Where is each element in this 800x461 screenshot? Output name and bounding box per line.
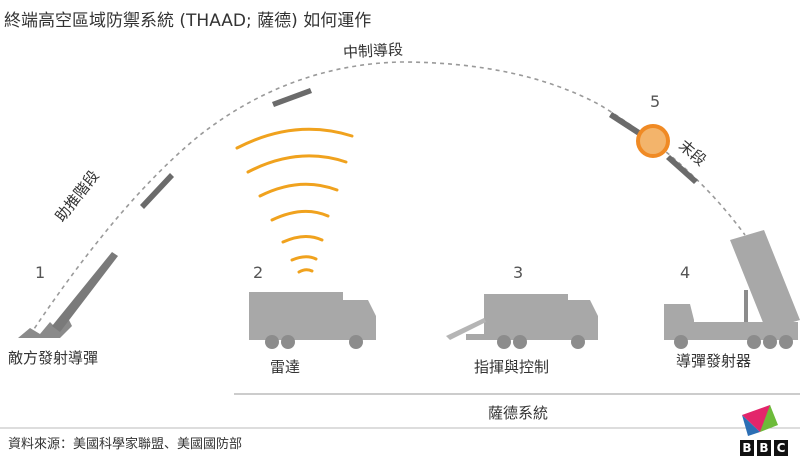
page-title: 終端高空區域防禦系統 (THAAD; 薩德) 如何運作	[4, 11, 372, 31]
launcher-truck	[664, 230, 800, 349]
component-3-label: 指揮與控制	[474, 358, 550, 376]
command-truck	[446, 294, 598, 349]
boost-missile	[140, 173, 174, 209]
component-4-number: 4	[680, 263, 691, 282]
component-3-number: 3	[513, 263, 524, 282]
component-2-label: 雷達	[270, 358, 301, 376]
system-label: 薩德系統	[488, 404, 549, 422]
bbc-logo-mark	[742, 405, 778, 436]
enemy-launch-site	[18, 252, 118, 338]
midcourse-missile	[272, 88, 312, 107]
bbc-logo-c: C	[774, 440, 788, 456]
phase-midcourse-label: 中制導段	[342, 40, 404, 62]
component-4-label: 導彈發射器	[676, 352, 752, 370]
bbc-logo-b1: B	[740, 440, 754, 456]
missile-trajectory	[29, 61, 746, 336]
component-2-number: 2	[253, 263, 264, 282]
component-1-number: 1	[35, 263, 46, 282]
radar-waves	[235, 127, 354, 274]
bbc-logo-b2: B	[757, 440, 771, 456]
intercept-explosion	[636, 124, 670, 158]
intercept-number: 5	[650, 92, 661, 111]
source-note: 資料來源：美國科學家聯盟、美國國防部	[8, 437, 243, 452]
radar-truck	[249, 292, 376, 349]
component-1-label: 敵方發射導彈	[8, 349, 99, 367]
